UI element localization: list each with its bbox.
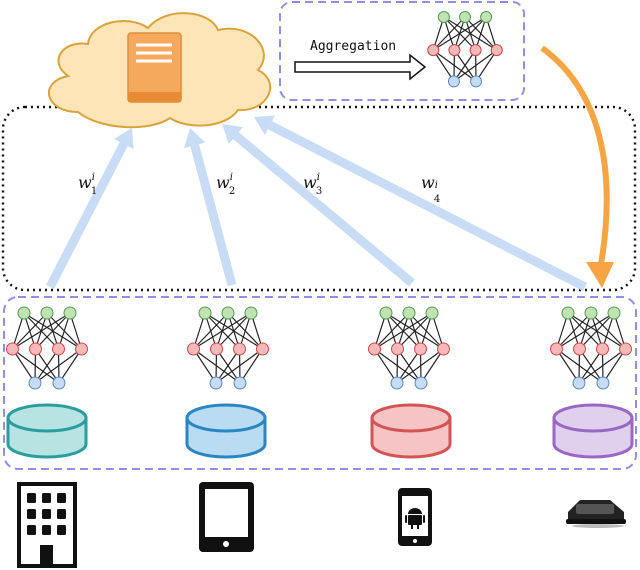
upload-arrow-2 [184,128,237,287]
upload-arrow-4 [254,115,588,292]
database-icon-3 [370,403,452,459]
weight-label-4: w4i4 [421,173,440,205]
local-datasets [6,403,634,459]
svg-text:wi1: wi1 [78,172,97,197]
broadcast-arrow [540,45,614,288]
client-network-4 [550,306,632,390]
clients-group-box [3,296,637,470]
svg-text:wi2: wi2 [216,172,235,197]
server-icon [127,32,182,103]
client-network-2 [187,306,269,390]
client-network-1 [6,306,88,390]
upload-arrow-1 [46,128,134,290]
communication-boundary [1,105,637,292]
aggregation-label: Aggregation [310,39,396,54]
database-icon-4 [552,403,634,459]
aggregation-arrow [294,53,427,81]
android-phone-icon [398,488,432,546]
upload-arrows [46,115,588,292]
global-model-box [279,1,525,101]
cloud-server [48,12,271,129]
database-icon-2 [185,403,267,459]
building-icon [17,482,77,568]
client-network-3 [368,306,450,390]
tablet-icon [199,482,254,552]
neural-networks [6,10,632,390]
svg-text:w4i4: w4i4 [421,173,440,205]
svg-text:wi3: wi3 [303,172,322,197]
robot-vacuum-icon [566,500,626,528]
global-model-network [427,10,503,88]
database-icon-1 [6,403,88,459]
upload-arrow-3 [222,124,415,287]
